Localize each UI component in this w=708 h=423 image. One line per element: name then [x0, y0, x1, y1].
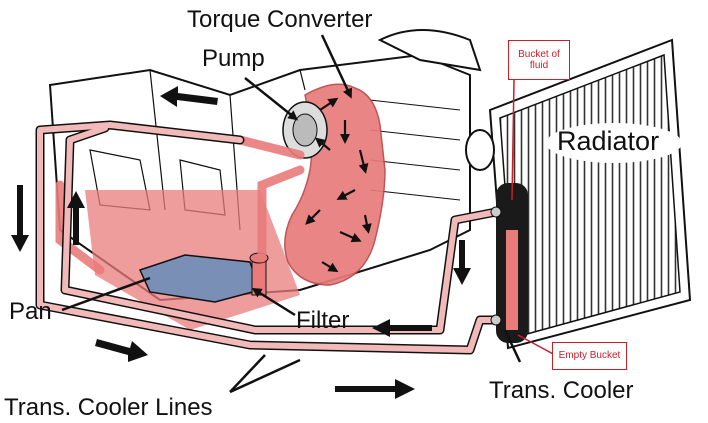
circulation-arrows [305, 97, 372, 273]
pan-label: Pan [9, 298, 52, 325]
filter [138, 252, 269, 303]
internal-fluid-passages [55, 135, 305, 275]
trans-cooler-label: Trans. Cooler [489, 377, 634, 404]
flow-arrows [11, 86, 471, 399]
trans-cooler-lines-label: Trans. Cooler Lines [4, 394, 213, 421]
bucket-callout-pointer [511, 79, 515, 201]
label-pointers [61, 34, 522, 394]
empty-callout-pointer [517, 334, 556, 356]
filter-label: Filter [296, 307, 350, 334]
radiator-label: Radiator [557, 126, 660, 156]
cooler-lines [35, 120, 501, 355]
pump-label: Pump [202, 45, 265, 72]
empty-bucket-callout: Empty Bucket [552, 342, 627, 370]
torque-converter-label: Torque Converter [187, 6, 373, 33]
bucket-of-fluid-callout: Bucket of fluid [508, 40, 570, 80]
trans-cooler [490, 183, 528, 343]
